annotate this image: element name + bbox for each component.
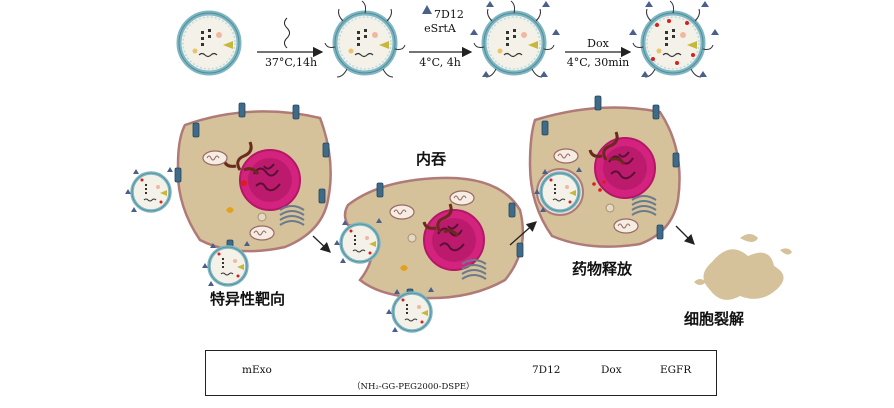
stage-endocytosis-label: 内吞 [416,150,447,168]
exosome-native [179,13,239,73]
exosome-dox-loaded [629,0,719,77]
step2-reagent-1: 7D12 [434,8,464,21]
cell-targeting [174,102,332,255]
step3-condition: 4°C, 30min [566,56,630,69]
stage-lysis-label: 细胞裂解 [684,310,745,328]
legend [205,350,717,396]
conjugation-arrow [409,5,473,58]
exosome-lipid [325,1,405,77]
lipid-insertion-arrow [257,17,324,58]
step1-label: 37°C,14h [264,56,318,69]
cell-release [528,95,681,248]
free-exosome-1 [123,165,175,214]
cell-lysis-debris [694,234,792,300]
arrow-to-release [509,221,537,246]
legend-dox-label: Dox [601,364,622,376]
legend-mexo-label: mExo [242,364,272,376]
stage-release-label: 药物释放 [572,260,633,278]
step2-reagent-2: eSrtA [424,22,456,35]
legend-nanobody-label: 7D12 [532,364,561,376]
arrow-to-endocytosis [312,235,331,253]
exosome-nanobody [470,0,560,77]
legend-lipid-label: （NH₂-GG-PEG2000-DSPE） [352,382,475,392]
stage-targeting-label: 特异性靶向 [210,290,286,308]
legend-egfr-label: EGFR [660,364,692,376]
arrow-to-lysis [675,225,695,245]
step3-reagent: Dox [587,37,609,50]
step2-condition: 4°C, 4h [419,56,461,69]
